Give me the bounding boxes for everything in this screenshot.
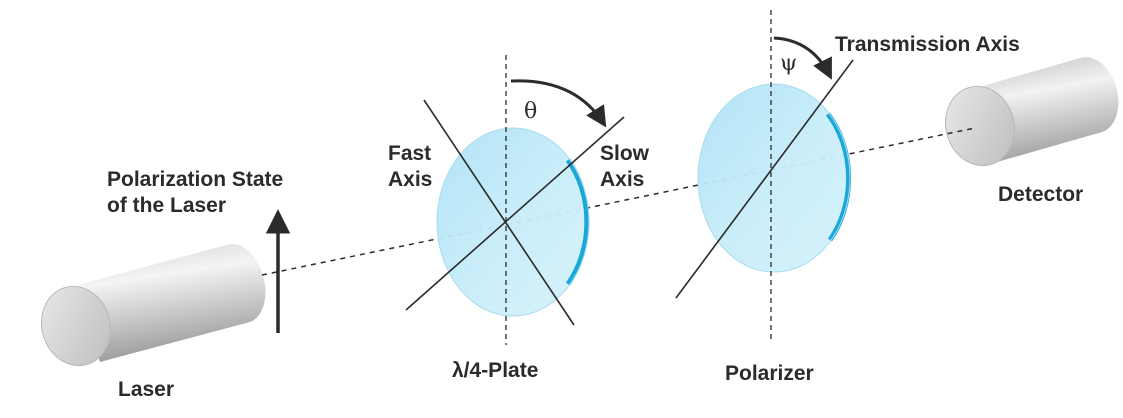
fast-axis-label-line2: Axis xyxy=(388,168,432,191)
polarizer-label: Polarizer xyxy=(725,362,814,385)
slow-axis-line xyxy=(405,116,625,311)
transmission-axis-line xyxy=(675,59,854,299)
psi-symbol: ψ xyxy=(780,51,797,76)
detector-label: Detector xyxy=(998,183,1083,206)
polarization-state-label-line2: of the Laser xyxy=(107,194,226,217)
detector-body xyxy=(945,57,1119,167)
slow-axis-label-line2: Axis xyxy=(600,168,644,191)
quarter-wave-plate-label: λ/4-Plate xyxy=(452,359,538,382)
transmission-axis-label: Transmission Axis xyxy=(835,33,1020,56)
theta-rotation-arrow xyxy=(510,79,607,128)
laser-label: Laser xyxy=(118,378,174,401)
polarization-state-label-line1: Polarization State xyxy=(107,168,283,191)
fast-axis-line xyxy=(423,99,575,326)
psi-rotation-arrow xyxy=(773,36,832,80)
theta-symbol: θ xyxy=(524,99,537,124)
laser-body xyxy=(41,243,266,367)
beam-path xyxy=(261,127,976,276)
slow-axis-label-line1: Slow xyxy=(600,142,650,165)
fast-axis-label-line1: Fast xyxy=(388,142,431,165)
quarter-wave-plate xyxy=(436,127,590,317)
polarizer-plate xyxy=(697,83,852,273)
